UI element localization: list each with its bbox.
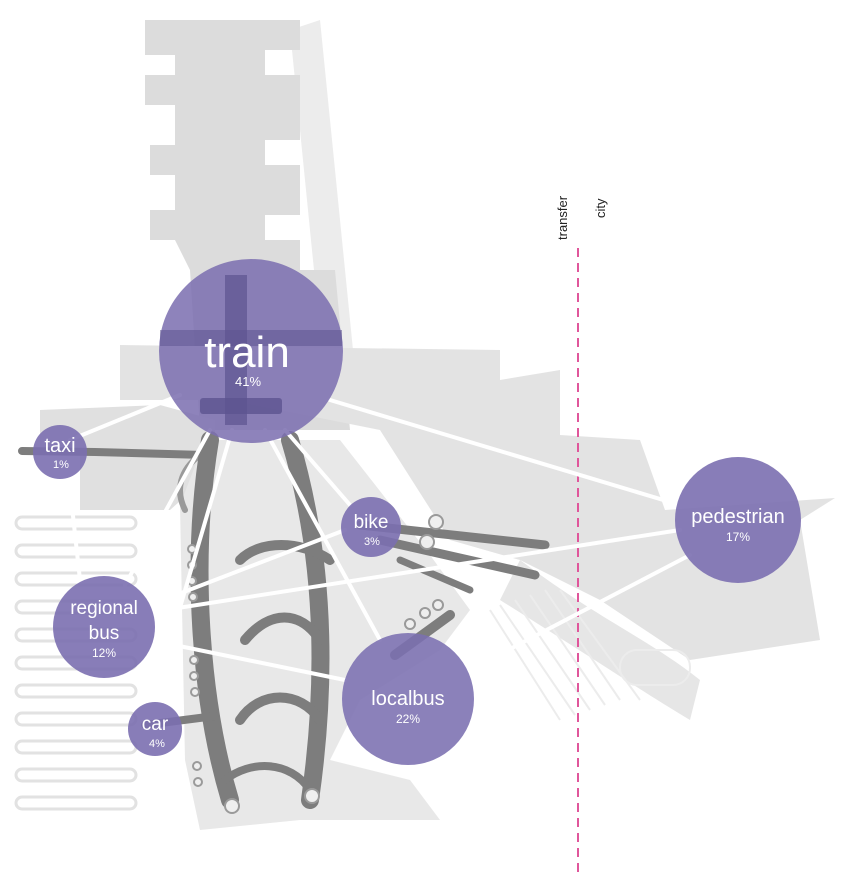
node-circle-pedestrian [675, 457, 801, 583]
node-circle-car [128, 702, 182, 756]
connector-train-bike [283, 428, 352, 507]
concourse [120, 345, 835, 660]
node-taxi[interactable]: taxi 1% [33, 425, 87, 479]
node-train[interactable]: train 41% [159, 259, 343, 443]
node-share-train: 41% [235, 374, 261, 389]
node-bike[interactable]: bike 3% [341, 497, 401, 557]
connector-train-pedestrian [328, 398, 682, 507]
node-circle-bike [341, 497, 401, 557]
pillars [187, 514, 444, 814]
node-share-regional-bus: 12% [92, 646, 116, 660]
node-share-taxi: 1% [53, 459, 69, 471]
node-name-taxi: taxi [44, 435, 75, 457]
node-name-bike: bike [354, 512, 389, 533]
node-circle-localbus [342, 633, 474, 765]
connector-train-taxi [68, 393, 182, 442]
node-circle-train [159, 259, 343, 443]
zone-boundary: transfer city [555, 195, 608, 877]
node-car[interactable]: car 4% [128, 702, 182, 756]
node-name-localbus: localbus [371, 688, 444, 710]
mode-nodes: train 41% taxi 1% bike 3% regional bus 1… [33, 259, 801, 765]
connector-train-car [148, 428, 234, 712]
connector-train-regionalbus [123, 428, 212, 587]
node-circle-regional-bus [53, 576, 155, 678]
node-share-car: 4% [149, 738, 165, 750]
lower-ramp [500, 560, 700, 720]
node-share-pedestrian: 17% [726, 530, 750, 544]
zone-label-city: city [593, 198, 608, 218]
node-name-regional-bus-line2: bus [89, 623, 120, 644]
node-name-pedestrian: pedestrian [691, 506, 784, 528]
node-name-car: car [142, 714, 169, 735]
connector-regionalbus-pedestrian [150, 528, 682, 614]
train-stairs [200, 398, 282, 414]
node-share-bike: 3% [364, 536, 380, 548]
left-plaza [40, 405, 215, 510]
connectors [66, 393, 692, 712]
connector-pedestrian-localbus [468, 553, 692, 672]
connector-taxi-regionalbus [66, 468, 82, 582]
node-pedestrian[interactable]: pedestrian 17% [675, 457, 801, 583]
connector-regionalbus-localbus [148, 638, 347, 682]
connector-train-localbus [263, 428, 382, 642]
tower-edge [290, 20, 360, 430]
node-name-regional-bus-line1: regional [70, 598, 138, 619]
train-platform [225, 275, 247, 425]
node-share-localbus: 22% [396, 712, 420, 726]
train-crossbar [160, 330, 342, 346]
node-regional-bus[interactable]: regional bus 12% [53, 576, 155, 678]
zone-label-transfer: transfer [555, 195, 570, 240]
node-circle-taxi [33, 425, 87, 479]
node-name-train: train [204, 328, 290, 377]
connector-regionalbus-bike [148, 528, 347, 607]
node-localbus[interactable]: localbus 22% [342, 633, 474, 765]
